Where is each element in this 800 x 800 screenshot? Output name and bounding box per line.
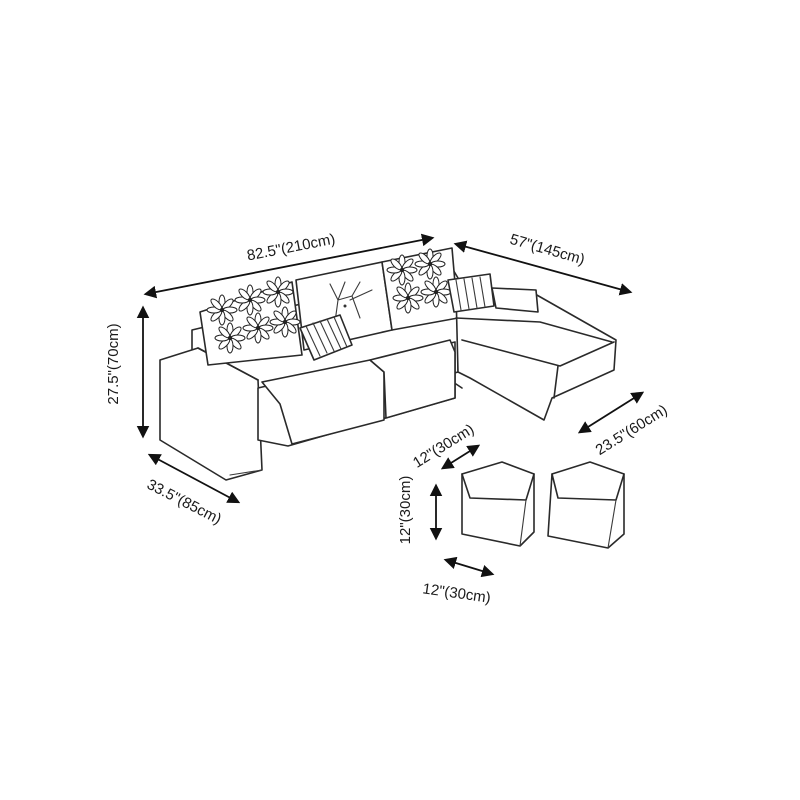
depth-arrow: [147, 453, 241, 504]
sofa-length-arrow: [143, 233, 435, 299]
chaise-lounge: [447, 273, 617, 421]
chaise-length-arrow: [453, 240, 633, 296]
ottoman-1: [461, 461, 535, 547]
chaise-length-label: 57"(145cm): [508, 231, 587, 269]
striped-pillow: [299, 314, 353, 361]
ottoman-depth-label: 12"(30cm): [410, 421, 477, 472]
chaise-depth-label: 23.5"(60cm): [593, 401, 671, 458]
ottoman-width-arrow: [443, 556, 495, 578]
chaise-depth-arrow: [577, 391, 645, 434]
ottoman-2: [547, 461, 625, 549]
sofa-depth-label: 33.5"(85cm): [144, 476, 224, 528]
ottoman-height-label: 12"(30cm): [397, 476, 414, 545]
ottoman-depth-arrow: [440, 444, 481, 470]
chaise-striped-pillow: [447, 273, 495, 313]
ottoman-width-label: 12"(30cm): [421, 580, 491, 606]
sofa-height-label: 27.5"(70cm): [105, 323, 122, 404]
